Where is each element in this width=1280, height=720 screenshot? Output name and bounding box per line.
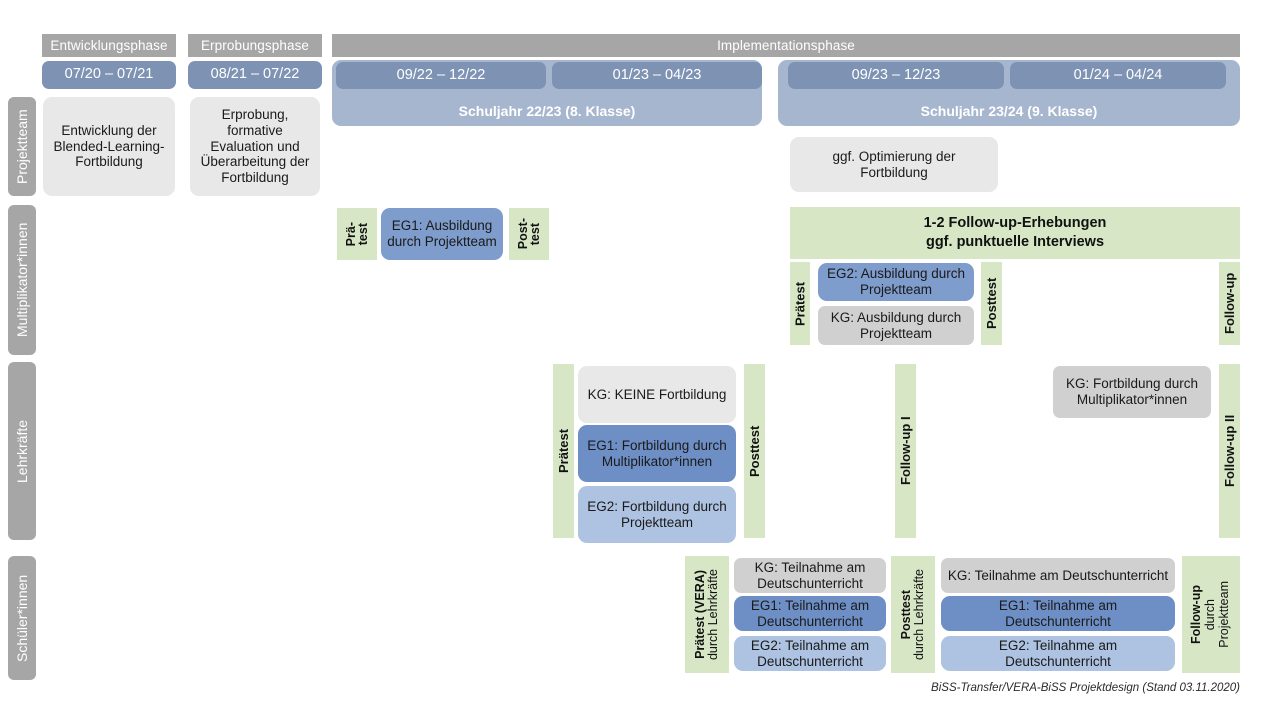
- date-label: 07/20 – 07/21: [64, 66, 154, 83]
- multiplikatoren-eg1-box: EG1: Ausbildung durch Projektteam: [381, 208, 503, 260]
- multiplikatoren-praetest-column: Prä- test: [337, 208, 377, 260]
- activity-label: KG: KEINE Fortbildung: [587, 386, 727, 402]
- activity-label: EG2: Teilnahme am Deutschunterricht: [750, 637, 870, 669]
- role-label: Multiplikator*innen: [14, 222, 30, 338]
- praetest-label-line2: test: [356, 222, 370, 246]
- role-tab-schuelerinnen: Schüler*innen: [8, 556, 36, 680]
- multiplikatoren-followup-banner: 1-2 Follow-up-Erhebungen ggf. punktuelle…: [790, 207, 1240, 259]
- posttest-label: Posttest: [747, 425, 762, 477]
- schueler-eg2-left-box: EG2: Teilnahme am Deutschunterricht: [734, 636, 886, 671]
- activity-label: EG1: Ausbildung durch Projektteam: [387, 218, 497, 249]
- followup2-label: Follow-up II: [1222, 414, 1237, 488]
- followup1-label: Follow-up I: [898, 416, 913, 486]
- lehrkraefte-kg-fortbildung-box: KG: Fortbildung durch Multiplikator*inne…: [1053, 366, 1211, 418]
- lehrkraefte-eg2-box: EG2: Fortbildung durch Projektteam: [578, 486, 736, 543]
- phase-label: Implementationsphase: [717, 37, 855, 53]
- role-tab-lehrkraefte: Lehrkräfte: [8, 362, 36, 540]
- activity-label: KG: Fortbildung durch Multiplikator*inne…: [1065, 376, 1199, 407]
- phase-label: Erprobungsphase: [200, 37, 310, 53]
- phase-header-entwicklungsphase: Entwicklungsphase: [42, 34, 176, 57]
- activity-label: KG: Ausbildung durch Projektteam: [830, 309, 962, 341]
- followup-sub-line2: Projektteam: [1217, 581, 1232, 648]
- activity-label: EG1: Teilnahme am Deutschunterricht: [750, 597, 870, 629]
- activity-label: Erprobung, formative Evaluation und Über…: [200, 106, 310, 186]
- posttest-label: Posttest: [984, 277, 999, 330]
- posttest-sub-label: durch Lehrkräfte: [912, 568, 927, 661]
- date-pill-0922-1222: 09/22 – 12/22: [336, 62, 546, 89]
- multiplikatoren-followup-column: Follow-up: [1219, 262, 1240, 345]
- role-label: Projektteam: [14, 109, 30, 184]
- followup-main-label: Follow-up: [1189, 584, 1204, 644]
- date-pill-0124-0424: 01/24 – 04/24: [1010, 62, 1226, 89]
- schueler-eg2-right-box: EG2: Teilnahme am Deutschunterricht: [941, 636, 1175, 671]
- activity-label: ggf. Optimierung der Fortbildung: [832, 148, 956, 180]
- schueler-posttest-column: Posttest durch Lehrkräfte: [891, 556, 935, 673]
- multiplikatoren-posttest-column: Post- test: [509, 208, 549, 260]
- schueler-kg-left-box: KG: Teilnahme am Deutschunterricht: [734, 558, 886, 593]
- followup-label: Follow-up: [1222, 272, 1237, 335]
- lehrkraefte-kg-keine-box: KG: KEINE Fortbildung: [578, 366, 736, 423]
- followup-banner-line1: 1-2 Follow-up-Erhebungen: [923, 214, 1107, 231]
- activity-label: EG2: Ausbildung durch Projektteam: [826, 266, 966, 297]
- praetest-label: Prätest: [556, 428, 571, 474]
- praetest-label: Prätest: [792, 281, 808, 326]
- schueler-kg-right-box: KG: Teilnahme am Deutschunterricht: [941, 558, 1175, 593]
- lehrkraefte-praetest-column: Prätest: [553, 364, 574, 538]
- date-label: 09/23 – 12/23: [851, 66, 941, 83]
- role-label: Lehrkräfte: [14, 419, 30, 483]
- activity-label: EG1: Fortbildung durch Multiplikator*inn…: [587, 437, 727, 469]
- followup-banner-line2: ggf. punktuelle Interviews: [925, 234, 1105, 250]
- date-pill-0923-1223: 09/23 – 12/23: [788, 62, 1004, 89]
- activity-label: Entwicklung der Blended-Learning-Fortbil…: [53, 122, 165, 170]
- schueler-followup-column: Follow-up durch Projektteam: [1182, 556, 1240, 673]
- praetest-sub-label: durch Lehrkräfte: [706, 568, 721, 661]
- praetest-main-label: Prätest (VERA): [692, 570, 707, 659]
- date-label: 09/22 – 12/22: [396, 66, 486, 83]
- activity-label: KG: Teilnahme am Deutschunterricht: [947, 567, 1169, 583]
- multiplikatoren-eg2-box: EG2: Ausbildung durch Projektteam: [818, 263, 974, 301]
- date-label: 01/24 – 04/24: [1073, 66, 1163, 83]
- projektteam-entwicklung-box: Entwicklung der Blended-Learning-Fortbil…: [43, 97, 175, 196]
- school-year-label: Schuljahr 22/23 (8. Klasse): [458, 103, 636, 119]
- activity-label: EG1: Teilnahme am Deutschunterricht: [998, 597, 1118, 629]
- activity-label: KG: Teilnahme am Deutschunterricht: [754, 559, 866, 591]
- multiplikatoren-kg-box: KG: Ausbildung durch Projektteam: [818, 306, 974, 345]
- projektteam-optimierung-box: ggf. Optimierung der Fortbildung: [790, 137, 998, 192]
- schueler-eg1-right-box: EG1: Teilnahme am Deutschunterricht: [941, 596, 1175, 631]
- role-label: Schüler*innen: [14, 574, 30, 662]
- lehrkraefte-posttest-column: Posttest: [744, 364, 765, 538]
- activity-label: EG2: Teilnahme am Deutschunterricht: [998, 637, 1118, 669]
- phase-header-implementationsphase: Implementationsphase: [332, 34, 1240, 57]
- posttest-label-line2: test: [528, 222, 542, 246]
- phase-header-erprobungsphase: Erprobungsphase: [188, 34, 322, 57]
- activity-label: EG2: Fortbildung durch Projektteam: [587, 498, 727, 530]
- lehrkraefte-followup2-column: Follow-up II: [1219, 364, 1240, 538]
- lehrkraefte-eg1-box: EG1: Fortbildung durch Multiplikator*inn…: [578, 425, 736, 482]
- schueler-praetest-column: Prätest (VERA) durch Lehrkräfte: [685, 556, 729, 673]
- date-label: 01/23 – 04/23: [612, 66, 702, 83]
- multiplikatoren-praetest2-column: Prätest: [790, 262, 810, 345]
- footer-text: BiSS-Transfer/VERA-BiSS Projektdesign (S…: [931, 682, 1240, 694]
- multiplikatoren-posttest2-column: Posttest: [981, 262, 1002, 345]
- role-tab-multiplikatorinnen: Multiplikator*innen: [8, 205, 36, 355]
- school-year-label: Schuljahr 23/24 (9. Klasse): [920, 103, 1098, 119]
- schueler-eg1-left-box: EG1: Teilnahme am Deutschunterricht: [734, 596, 886, 631]
- posttest-main-label: Posttest: [898, 589, 913, 640]
- projektteam-erprobung-box: Erprobung, formative Evaluation und Über…: [190, 97, 320, 196]
- phase-label: Entwicklungsphase: [50, 37, 168, 53]
- date-pill-0821-0722: 08/21 – 07/22: [188, 61, 322, 89]
- date-pill-0720-0721: 07/20 – 07/21: [42, 61, 176, 89]
- date-label: 08/21 – 07/22: [210, 66, 300, 83]
- lehrkraefte-followup1-column: Follow-up I: [895, 364, 916, 538]
- footer-source-note: BiSS-Transfer/VERA-BiSS Projektdesign (S…: [640, 682, 1240, 694]
- date-pill-0123-0423: 01/23 – 04/23: [552, 62, 762, 89]
- role-tab-projektteam: Projektteam: [8, 97, 36, 196]
- followup-sub-line1: durch: [1202, 598, 1217, 631]
